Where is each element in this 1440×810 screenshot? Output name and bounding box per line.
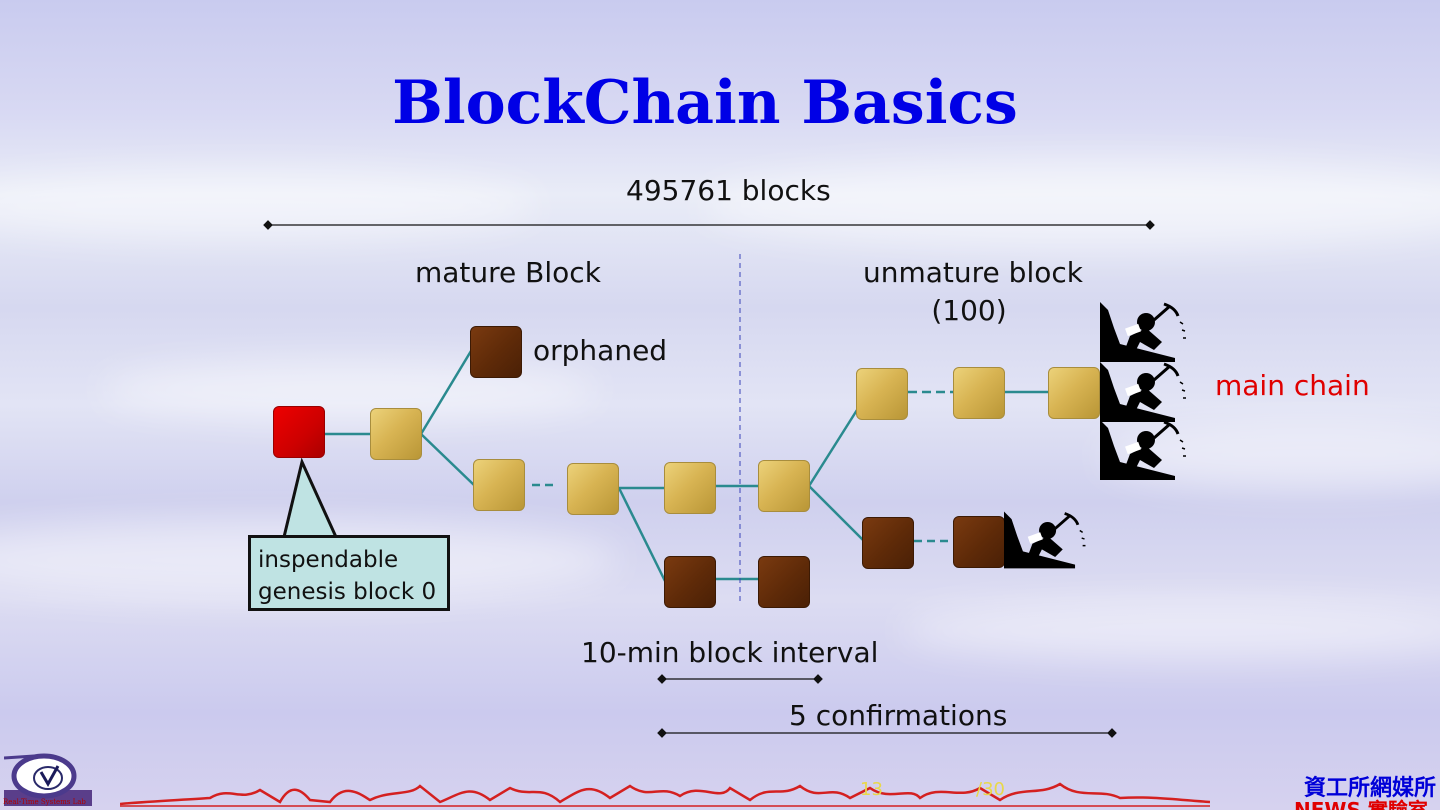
chain-block (664, 462, 716, 514)
slide-title: BlockChain Basics (392, 68, 1018, 138)
genesis-callout-line1: inspendable (258, 547, 399, 573)
orphan-block (862, 517, 914, 569)
miner-icon-fork (1004, 511, 1086, 569)
page-total: /30 (976, 779, 1005, 800)
confirmations-label: 5 confirmations (789, 699, 1008, 732)
miner-icon-stack (1100, 300, 1188, 482)
miner-icon (1100, 418, 1188, 482)
genesis-callout-pointer (282, 457, 339, 539)
miner-icon (1100, 360, 1188, 424)
logo-caption: Real-Time Systems Lab (3, 798, 86, 806)
orphan-block (758, 556, 810, 608)
page-number: 13 (860, 779, 883, 800)
background-cloud (700, 160, 1440, 250)
chain-block (1048, 367, 1100, 419)
genesis-block (273, 406, 325, 458)
chain-block (473, 459, 525, 511)
background-cloud (0, 170, 540, 240)
lab-name-chinese: 資工所網媒所 (1304, 776, 1437, 801)
genesis-callout-line2: genesis block 0 (258, 579, 437, 605)
unmature-block-count: (100) (931, 294, 1007, 327)
block-interval-label: 10-min block interval (581, 636, 879, 669)
footer-skyline-decoration (120, 782, 1210, 807)
mature-block-label: mature Block (415, 256, 601, 289)
unmature-block-label: unmature block (863, 256, 1083, 289)
total-blocks-label: 495761 blocks (626, 174, 831, 207)
orphaned-label: orphaned (533, 334, 668, 367)
lab-logo (4, 753, 92, 806)
lab-name-news: NEWS 實驗室 (1294, 798, 1428, 810)
chain-block (758, 460, 810, 512)
orphan-block (664, 556, 716, 608)
chain-block (953, 367, 1005, 419)
chain-connectors (325, 350, 1048, 582)
chain-block (370, 408, 422, 460)
chain-block (856, 368, 908, 420)
orphan-block (953, 516, 1005, 568)
miner-icon (1100, 300, 1188, 364)
genesis-callout: inspendable genesis block 0 (248, 535, 450, 611)
main-chain-label: main chain (1215, 369, 1370, 402)
orphan-block (470, 326, 522, 378)
background-cloud (900, 600, 1440, 660)
chain-block (567, 463, 619, 515)
